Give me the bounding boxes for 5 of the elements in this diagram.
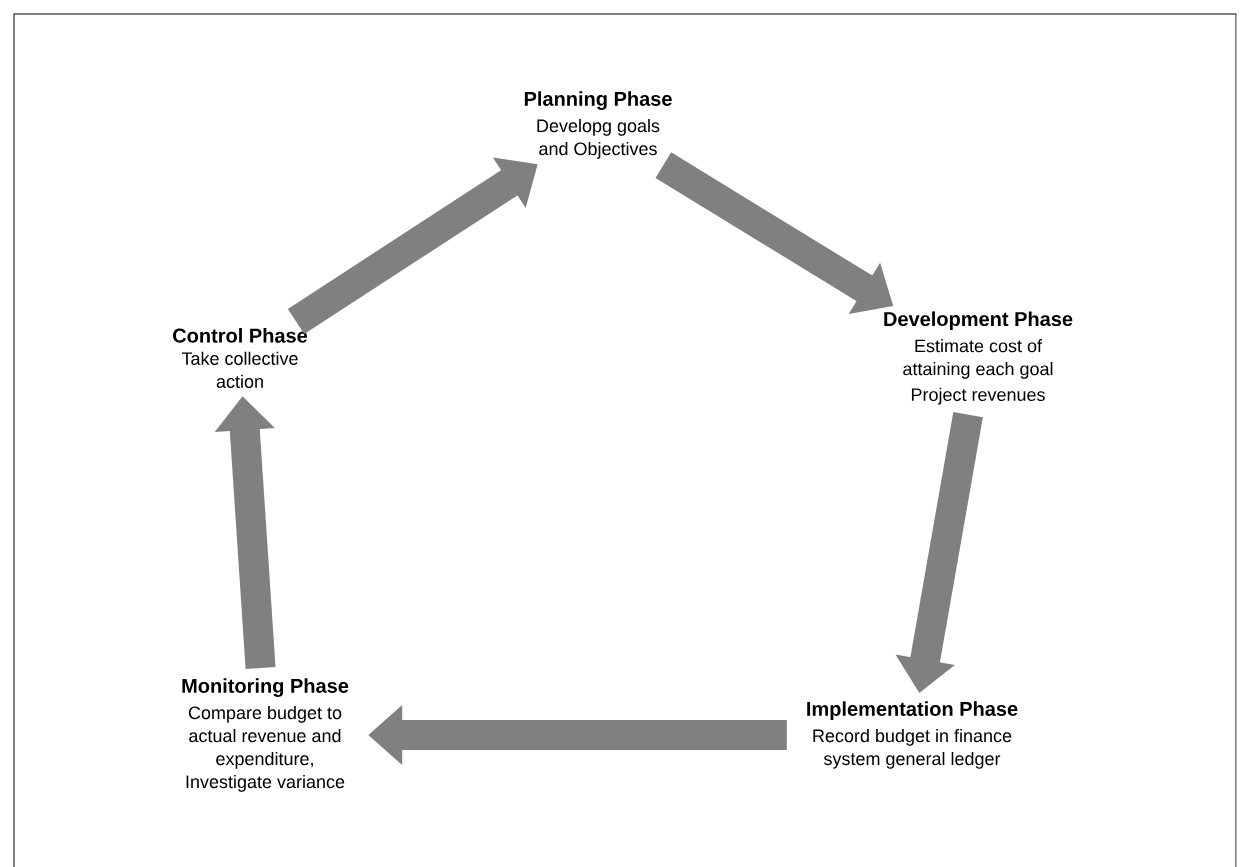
- phase-text: Development Phase Estimate cost of attaining each goal Project revenues: [884, 311, 1073, 405]
- phase-text: Monitoring Phase Compare budget to actual revenue and expenditure, Investigate variance: [182, 678, 349, 792]
- phase-text: Control Phase Take collective action: [173, 328, 308, 388]
- phase-text: Implementation Phase Record budget in finance system general ledger: [807, 701, 1018, 769]
- phase-text: Planning Phase Developg goals and Objectives: [524, 91, 672, 159]
